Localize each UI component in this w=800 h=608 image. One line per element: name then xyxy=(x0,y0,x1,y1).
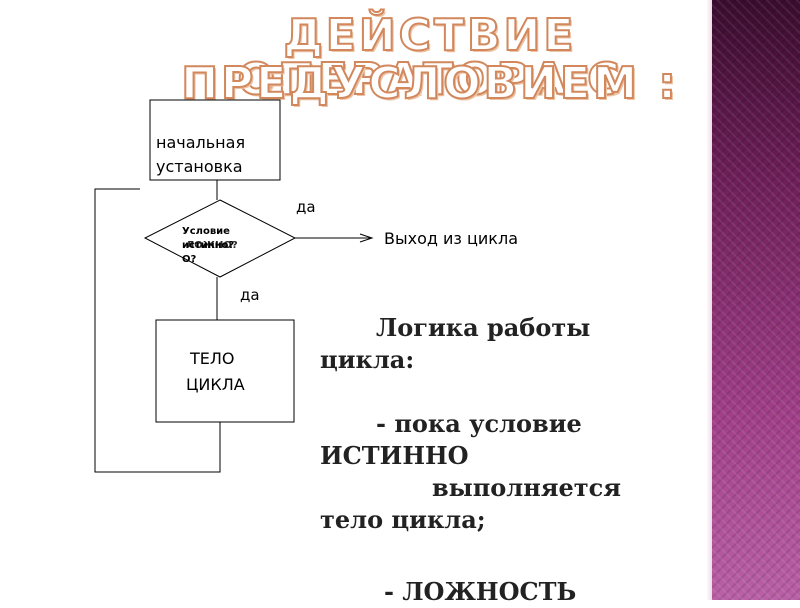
init-label-line-2: установка xyxy=(156,157,243,176)
condition-label-line-2-overlay: ЛОЖНО? xyxy=(186,240,238,251)
logic-line-4: ИСТИННО xyxy=(320,441,469,470)
logic-line-7: - ЛОЖНОСТЬ xyxy=(384,577,577,606)
side-panel-edge xyxy=(706,0,714,600)
yes-down-label: да xyxy=(240,286,260,304)
loop-back-line xyxy=(94,188,221,473)
condition-label-line-3: О? xyxy=(182,254,197,265)
yes-right-label: да xyxy=(296,198,316,216)
init-label-line-1: начальная xyxy=(156,133,245,152)
slide-title-line-1: ДЕЙСТВИЕ ОПЕРАТОРА С xyxy=(237,10,623,105)
body-box xyxy=(155,319,295,423)
condition-label-line-1: Условие xyxy=(182,226,230,237)
logic-line-3: - пока условие xyxy=(376,409,582,438)
logic-line-2: цикла: xyxy=(320,345,415,374)
condition-diamond xyxy=(143,199,297,278)
flowchart-lines xyxy=(94,99,374,473)
flowchart-text: начальная установка Условие истинно? ЛОЖ… xyxy=(156,133,518,394)
slide-title-line-2: ПРЕДУСЛОВИЕМ : xyxy=(180,58,679,109)
exit-label: Выход из цикла xyxy=(384,229,518,248)
logic-line-6: тело цикла; xyxy=(320,505,486,534)
condition-label-line-2: истинно? xyxy=(182,240,234,251)
init-box xyxy=(149,99,281,181)
body-label-line-2: ЦИКЛА xyxy=(186,375,245,394)
decorative-side-panel xyxy=(712,0,800,600)
exit-arrow-head xyxy=(359,233,374,243)
logic-line-1: Логика работы xyxy=(376,313,591,342)
logic-line-5: выполняется xyxy=(432,473,622,502)
loop-logic-text: Логика работы цикла: - пока условие ИСТИ… xyxy=(320,312,656,608)
body-label-line-1: ТЕЛО xyxy=(189,349,235,368)
